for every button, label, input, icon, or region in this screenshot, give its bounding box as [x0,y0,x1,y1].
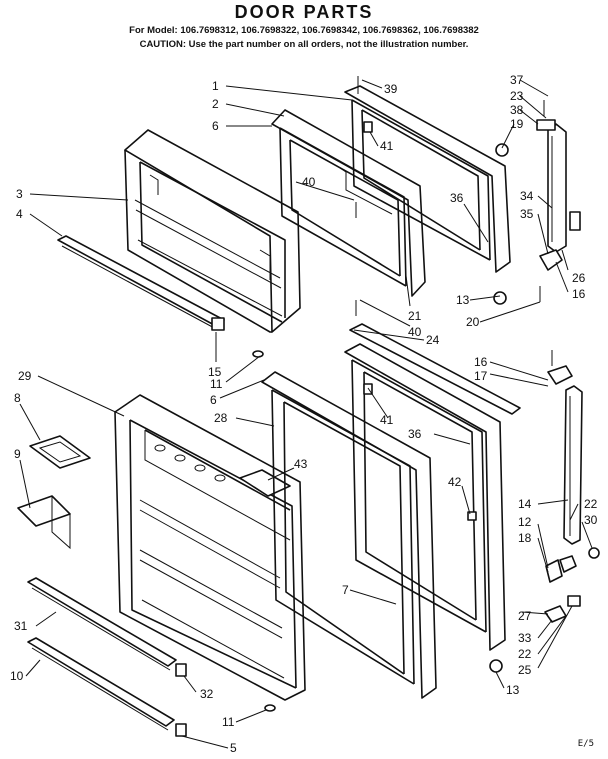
callout-1: 1 [212,79,219,93]
callout-13-lower: 13 [506,683,520,697]
page-title: DOOR PARTS [234,2,374,22]
page-reference: E/5 [577,739,594,749]
callout-15: 15 [208,365,222,379]
callout-39: 39 [384,82,398,96]
callout-28: 28 [214,411,228,425]
callout-27: 27 [518,609,532,623]
callout-38: 38 [510,103,524,117]
callout-37: 37 [510,73,524,87]
caution-note: CAUTION: Use the part number on all orde… [139,39,469,50]
callout-22-lower: 22 [518,647,532,661]
callout-40-upper: 40 [302,175,316,189]
callout-9: 9 [14,447,21,461]
callout-2: 2 [212,97,219,111]
callout-43: 43 [294,457,308,471]
callout-numbers: 1 2 6 39 3 4 40 41 36 37 23 38 19 34 35 … [10,73,598,755]
callout-8: 8 [14,391,21,405]
callout-36-upper: 36 [450,191,464,205]
lower-door-liner [114,394,306,701]
callout-29: 29 [18,369,32,383]
callout-19: 19 [510,117,524,131]
callout-leader-lines [19,79,593,749]
callout-23: 23 [510,89,524,103]
callout-42: 42 [448,475,462,489]
upper-door-hinge-parts [355,76,581,305]
model-list: For Model: 106.7698312, 106.7698322, 106… [129,25,479,36]
callout-34: 34 [520,189,534,203]
callout-5: 5 [230,741,237,755]
callout-26: 26 [572,271,586,285]
callout-22-upper: 22 [584,497,598,511]
callout-12: 12 [518,515,532,529]
callout-16-lower: 16 [474,355,488,369]
lower-door-gasket-frame [344,323,521,651]
callout-16-upper: 16 [572,287,586,301]
callout-41-upper: 41 [380,139,394,153]
upper-door-panel [271,109,426,297]
callout-31: 31 [14,619,28,633]
upper-door-shelf-rail [57,235,225,331]
callout-6-lower: 6 [210,393,217,407]
callout-18: 18 [518,531,532,545]
callout-20: 20 [466,315,480,329]
callout-24: 24 [426,333,440,347]
callout-13-upper: 13 [456,293,470,307]
callout-25: 25 [518,663,532,677]
callout-36-lower: 36 [408,427,422,441]
door-shelves-and-rails [17,350,276,737]
callout-6: 6 [212,119,219,133]
callout-11-lower: 11 [222,715,235,729]
callout-14: 14 [518,497,532,511]
upper-door-gasket-frame [344,85,511,273]
lower-door-hinge-parts [355,300,600,673]
lower-door-panel [261,371,437,699]
callout-35: 35 [520,207,534,221]
callout-10: 10 [10,669,24,683]
callout-32: 32 [200,687,214,701]
callout-17: 17 [474,369,488,383]
callout-4: 4 [16,207,23,221]
callout-40-lower: 40 [408,325,422,339]
callout-3: 3 [16,187,23,201]
callout-7: 7 [342,583,349,597]
callout-33: 33 [518,631,532,645]
upper-door-liner [124,129,301,333]
callout-11-upper: 11 [210,377,223,391]
callout-41-lower: 41 [380,413,394,427]
callout-21: 21 [408,309,422,323]
callout-30: 30 [584,513,598,527]
